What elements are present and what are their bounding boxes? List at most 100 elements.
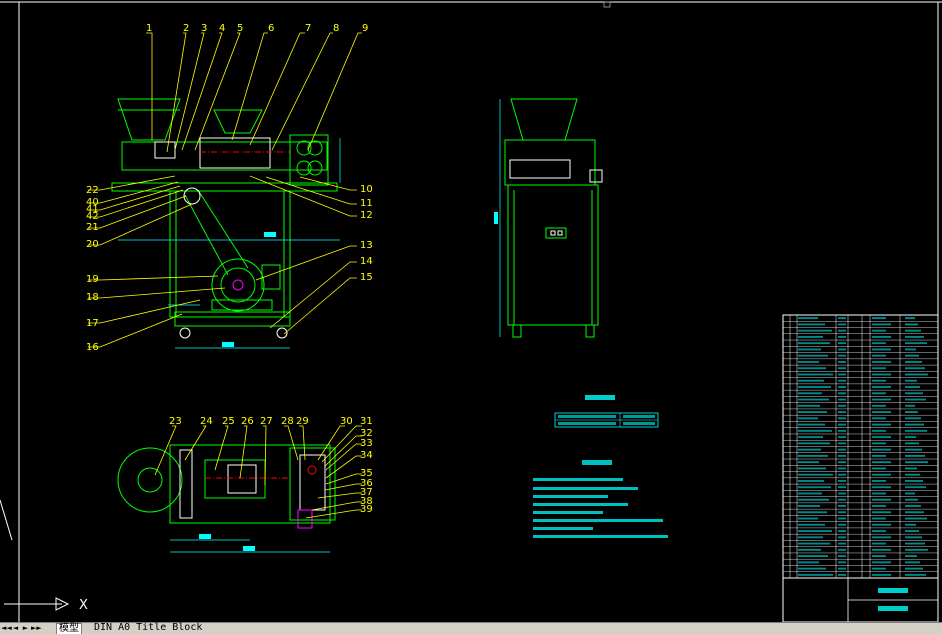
parts-list-cell-text <box>905 404 915 407</box>
roller-housing <box>289 134 329 186</box>
parts-list-cell-text <box>872 517 886 520</box>
parts-list-cell-text <box>798 448 821 451</box>
parts-list-cell-text <box>838 523 846 526</box>
parts-list-cell-text <box>872 530 886 532</box>
parts-list-cell-text <box>798 536 823 539</box>
balloon-22: 22 <box>86 185 99 196</box>
parts-list-cell-text <box>798 548 821 551</box>
parts-list-cell-text <box>872 398 891 401</box>
leader-33 <box>325 443 362 471</box>
parts-list-cell-text <box>872 548 891 551</box>
leader-39 <box>305 509 362 519</box>
parts-list-cell-text <box>838 329 846 332</box>
parts-list-cell-text <box>838 561 846 564</box>
parts-list-cell-text <box>798 348 821 351</box>
leader-14 <box>269 261 357 329</box>
leader-30 <box>317 425 345 461</box>
parts-list-cell-text <box>838 404 846 407</box>
parts-list-cell-text <box>872 454 886 457</box>
parts-list-cell-text <box>872 323 891 326</box>
balloon-27: 27 <box>260 416 273 427</box>
parts-list-cell-text <box>798 542 830 545</box>
roller-top-2 <box>307 140 323 156</box>
parts-list-cell-text <box>798 335 823 338</box>
leader-3 <box>174 32 205 151</box>
balloon-33: 33 <box>360 438 373 449</box>
tab-din-a0-title-block[interactable]: DIN A0 Title Block <box>94 622 203 633</box>
wheel-left <box>179 327 191 339</box>
parts-list-cell-text <box>872 555 886 558</box>
tab-next-button[interactable]: ► <box>22 624 29 632</box>
leader-4 <box>181 32 223 151</box>
parts-list-cell-text <box>905 429 927 432</box>
title-block[interactable] <box>782 577 939 623</box>
parts-list-cell-text <box>798 454 828 457</box>
small-pulley <box>183 187 201 205</box>
parts-list-cell-text <box>905 373 928 376</box>
drawing-title <box>878 588 908 593</box>
parts-list-cell-text <box>838 323 846 326</box>
leader-19 <box>88 275 219 281</box>
parts-list-cell-text <box>905 342 927 345</box>
parts-list-cell-text <box>838 335 846 338</box>
balloon-38: 38 <box>360 496 373 507</box>
parameters-row-3 <box>623 415 655 418</box>
parts-list-cell-text <box>798 361 819 363</box>
side-view[interactable] <box>504 98 603 338</box>
parts-list-cell-text <box>872 373 891 376</box>
parts-list-cell-text <box>872 473 891 476</box>
parts-list-cell-text <box>798 429 832 432</box>
leader-29 <box>299 425 306 461</box>
parts-list-cell-text <box>872 498 891 501</box>
parts-list-cell-text <box>905 492 915 495</box>
balloon-18: 18 <box>86 292 99 303</box>
parts-list-cell-text <box>872 429 886 432</box>
leader-16 <box>88 313 183 348</box>
parts-list-cell-text <box>905 555 917 558</box>
leader-25 <box>214 425 229 471</box>
parts-list-cell-text <box>798 411 827 413</box>
parts-list-cell-text <box>798 386 831 388</box>
tab-model[interactable]: 模型 <box>56 623 82 634</box>
balloon-34: 34 <box>360 450 373 461</box>
balloon-10: 10 <box>360 184 373 195</box>
balloon-15: 15 <box>360 272 373 283</box>
parts-list-cell-text <box>872 467 886 470</box>
parts-list-cell-text <box>872 573 891 576</box>
motor-pulley-inner <box>220 267 256 303</box>
tab-last-button[interactable]: ►► <box>31 624 42 632</box>
leader-1 <box>146 32 153 140</box>
tab-first-button[interactable]: ◄◄ <box>1 624 12 632</box>
leader-26 <box>239 425 248 479</box>
parts-list-cell-text <box>798 354 828 357</box>
leader-6 <box>231 32 268 141</box>
parts-list-cell-text <box>905 536 922 539</box>
tab-prev-button[interactable]: ◄ <box>12 624 19 632</box>
requirements-heading <box>582 460 612 465</box>
top-view[interactable] <box>117 444 336 529</box>
leader-41 <box>88 185 181 211</box>
leader-8 <box>271 32 333 151</box>
flywheel-outer <box>117 447 183 513</box>
parts-list[interactable] <box>782 314 939 623</box>
balloon-3: 3 <box>201 23 207 34</box>
parts-list-cell-text <box>838 467 846 470</box>
balloon-2: 2 <box>183 23 189 34</box>
requirement-line-3 <box>533 495 608 498</box>
front-view[interactable] <box>111 98 338 339</box>
balloon-31: 31 <box>360 416 373 427</box>
parts-list-cell-text <box>872 536 891 539</box>
top-outlet <box>297 509 313 529</box>
parts-list-cell-text <box>838 348 846 351</box>
belt-lower <box>197 189 249 269</box>
parts-list-cell-text <box>905 317 915 320</box>
parts-list-cell-text <box>838 461 846 464</box>
balloon-21: 21 <box>86 222 99 233</box>
feed-block <box>154 141 176 159</box>
parts-list-cell-text <box>872 511 891 514</box>
parts-list-cell-text <box>905 392 923 395</box>
ucs-icon: X <box>0 499 88 613</box>
parts-list-cell-text <box>798 442 830 445</box>
parts-list-cell-text <box>872 492 886 495</box>
